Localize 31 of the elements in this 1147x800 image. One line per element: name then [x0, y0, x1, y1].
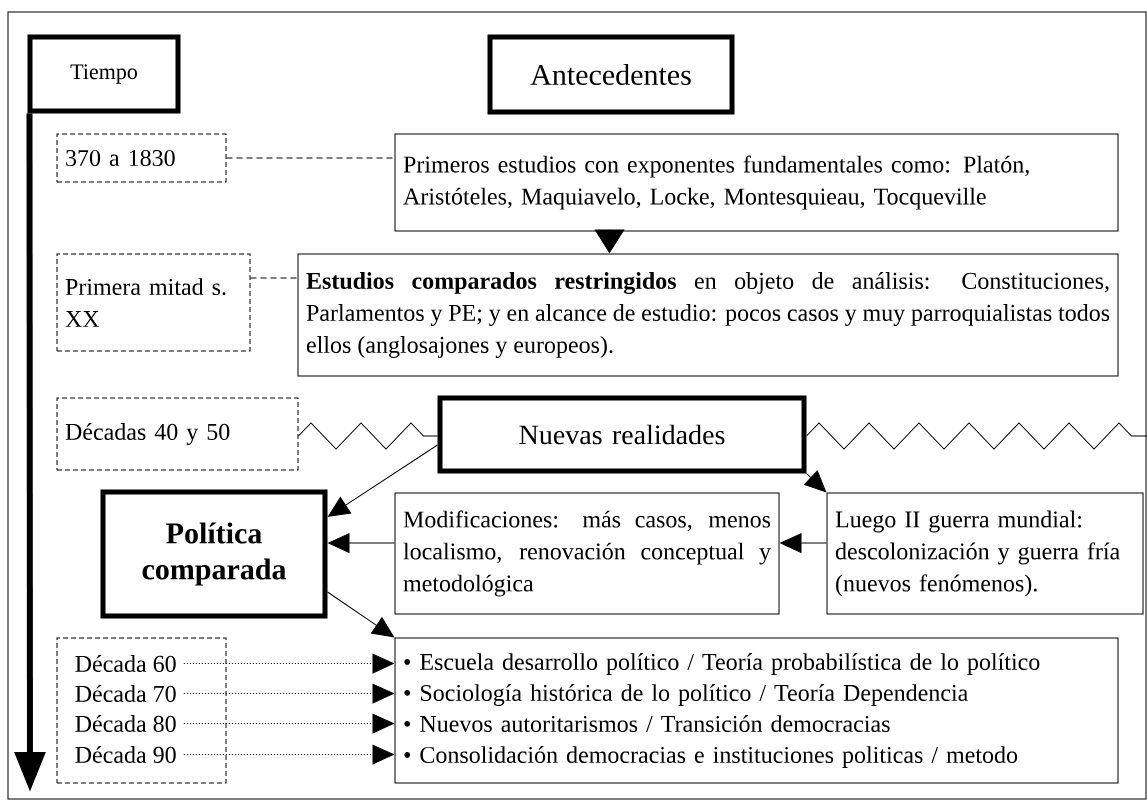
decade-label: Década 80 — [75, 715, 176, 732]
connector-line — [250, 277, 298, 279]
arrow — [780, 533, 827, 553]
arrow — [183, 744, 394, 765]
period-box: Primera mitad s. XX — [56, 253, 251, 352]
period-box — [56, 637, 227, 784]
period-box: 370 a 1830 — [56, 133, 227, 183]
arrow — [328, 444, 438, 517]
text-box: Estudios comparados restringidos en objeto de análisis: Constituciones, Parlamentos y PE; y en alcance de estudio: pocos casos y muy parroquialistas todos ellos (anglosajones y europeos). — [297, 253, 1119, 377]
header-box: Antecedentes — [487, 34, 735, 115]
text-box: Luego II guerra mundial: descolonización y guerra fría (nuevos fenómenos). — [826, 492, 1144, 615]
title-box: Política comparada — [100, 489, 328, 619]
period-box: Décadas 40 y 50 — [56, 397, 299, 471]
arrow — [183, 713, 394, 734]
header-box: Tiempo — [27, 34, 181, 114]
connector-line — [226, 157, 395, 159]
arrow — [183, 683, 394, 704]
header-box: Nuevas realidades — [437, 395, 807, 474]
decade-label: Década 90 — [75, 746, 176, 763]
arrow — [594, 229, 625, 254]
decade-label: Década 70 — [75, 685, 176, 702]
arrow — [183, 653, 394, 674]
arrow — [328, 533, 395, 553]
zigzag-line — [806, 422, 1147, 450]
decade-label: Década 60 — [75, 655, 176, 672]
bullet-list-box: • Escuela desarrollo político / Teoría probabilística de lo político • Sociología histórica de lo político / Teoría Dependencia • Nuevos autoritarismos / Transición democracias • Consolidación democracias e instituciones politicas / metodo — [394, 637, 1119, 784]
text-box: Modificaciones: más casos, menos localismo, renovación conceptual y metodológica — [394, 492, 780, 615]
arrow — [327, 591, 394, 638]
text-box: Primeros estudios con exponentes fundamentales como: Platón, Aristóteles, Maquiavelo, Locke, Montesquieau, Tocqueville — [394, 133, 1119, 232]
arrow — [804, 470, 827, 493]
zigzag-line — [298, 422, 438, 450]
